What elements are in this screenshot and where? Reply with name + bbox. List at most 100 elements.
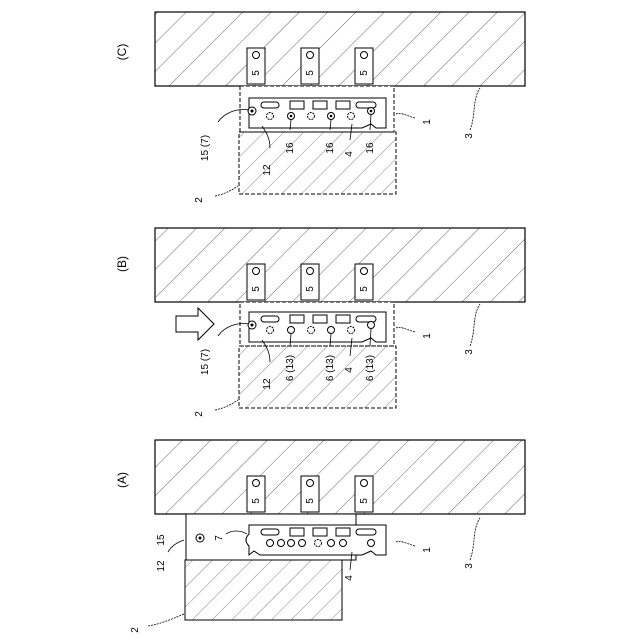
wall-label: 3 <box>464 349 475 355</box>
bracket-label: 5 <box>305 286 316 292</box>
wall-label: 3 <box>464 133 475 139</box>
slot <box>313 528 327 536</box>
leader <box>148 614 184 626</box>
hole <box>348 113 355 120</box>
hole <box>315 540 322 547</box>
hole <box>267 327 274 334</box>
slot <box>290 101 304 109</box>
bolt-icon <box>361 52 368 59</box>
fixture-label: 1 <box>422 119 433 125</box>
panel-c: (C) 5 5 5 <box>115 12 525 203</box>
hole-6 <box>288 327 295 334</box>
bracket-label: 5 <box>359 498 370 504</box>
plate-label: 12 <box>262 378 273 390</box>
wall-3 <box>155 12 525 86</box>
fastener-core <box>290 115 293 118</box>
leader <box>396 327 415 332</box>
bracket-label: 5 <box>359 70 370 76</box>
plate-label: 12 <box>262 164 273 176</box>
slot <box>336 101 350 109</box>
slot <box>290 528 304 536</box>
bolt-icon <box>253 52 260 59</box>
panel-b: (B) 5 5 5 <box>115 228 525 417</box>
bolt-icon <box>253 268 260 275</box>
hole <box>278 540 285 547</box>
slot <box>290 315 304 323</box>
leader <box>215 186 238 196</box>
hole <box>340 540 347 547</box>
bracket-label: 5 <box>305 70 316 76</box>
slot <box>356 529 376 535</box>
slot <box>313 101 327 109</box>
bolt-icon <box>307 268 314 275</box>
rail-label: 4 <box>344 575 355 581</box>
bracket-label: 5 <box>251 498 262 504</box>
bolt-icon <box>361 268 368 275</box>
rail-label: 4 <box>344 367 355 373</box>
pin-label: 15 (7) <box>200 135 211 161</box>
arrow-right-icon <box>176 308 214 340</box>
hole-label: 6 (13) <box>325 355 336 381</box>
hole <box>328 540 335 547</box>
panel-title: (A) <box>115 472 129 488</box>
hole-label: 6 (13) <box>285 355 296 381</box>
hole-label: 6 (13) <box>365 355 376 381</box>
slot <box>261 316 279 322</box>
leader <box>215 400 238 410</box>
slot <box>356 316 376 322</box>
hole-label: 16 <box>325 142 336 154</box>
hole-label: 16 <box>285 142 296 154</box>
notch-label: 7 <box>214 535 225 541</box>
leader <box>168 540 184 552</box>
slot <box>356 102 376 108</box>
block-label: 2 <box>130 627 141 633</box>
leader <box>470 88 480 130</box>
bracket-label: 5 <box>305 498 316 504</box>
bolt-icon <box>307 480 314 487</box>
hole <box>267 540 274 547</box>
hole <box>299 540 306 547</box>
pin-core <box>199 537 202 540</box>
pin-core <box>251 110 254 113</box>
slot <box>336 528 350 536</box>
hole <box>308 113 315 120</box>
wall-3 <box>155 440 525 514</box>
panel-title: (C) <box>115 44 129 61</box>
pin-label: 15 (7) <box>200 349 211 375</box>
block-2 <box>239 132 396 194</box>
hole <box>368 540 375 547</box>
block-2 <box>185 560 342 620</box>
pin-core <box>251 324 254 327</box>
slot <box>261 529 279 535</box>
hole <box>348 327 355 334</box>
fixture-label: 1 <box>422 547 433 553</box>
hole-6 <box>328 327 335 334</box>
leader <box>470 304 480 346</box>
slot <box>313 315 327 323</box>
hole <box>288 540 295 547</box>
block-label: 2 <box>194 411 205 417</box>
leader <box>396 541 415 546</box>
bracket-label: 5 <box>359 286 370 292</box>
leader <box>470 518 480 560</box>
plate-label: 12 <box>156 560 167 572</box>
fastener-core <box>330 115 333 118</box>
wall-3 <box>155 228 525 302</box>
bracket-label: 5 <box>251 286 262 292</box>
bracket-label: 5 <box>251 70 262 76</box>
rail-label: 4 <box>344 151 355 157</box>
leader <box>396 113 415 118</box>
block-label: 2 <box>194 197 205 203</box>
panel-a: (A) 5 5 5 <box>115 440 525 633</box>
hole <box>267 113 274 120</box>
hole <box>308 327 315 334</box>
fastener-core <box>370 110 373 113</box>
bolt-icon <box>253 480 260 487</box>
slot <box>336 315 350 323</box>
pin-label: 15 <box>156 534 167 546</box>
panel-title: (B) <box>115 256 129 272</box>
wall-label: 3 <box>464 563 475 569</box>
hole-label: 16 <box>365 142 376 154</box>
slot <box>261 102 279 108</box>
bolt-icon <box>361 480 368 487</box>
